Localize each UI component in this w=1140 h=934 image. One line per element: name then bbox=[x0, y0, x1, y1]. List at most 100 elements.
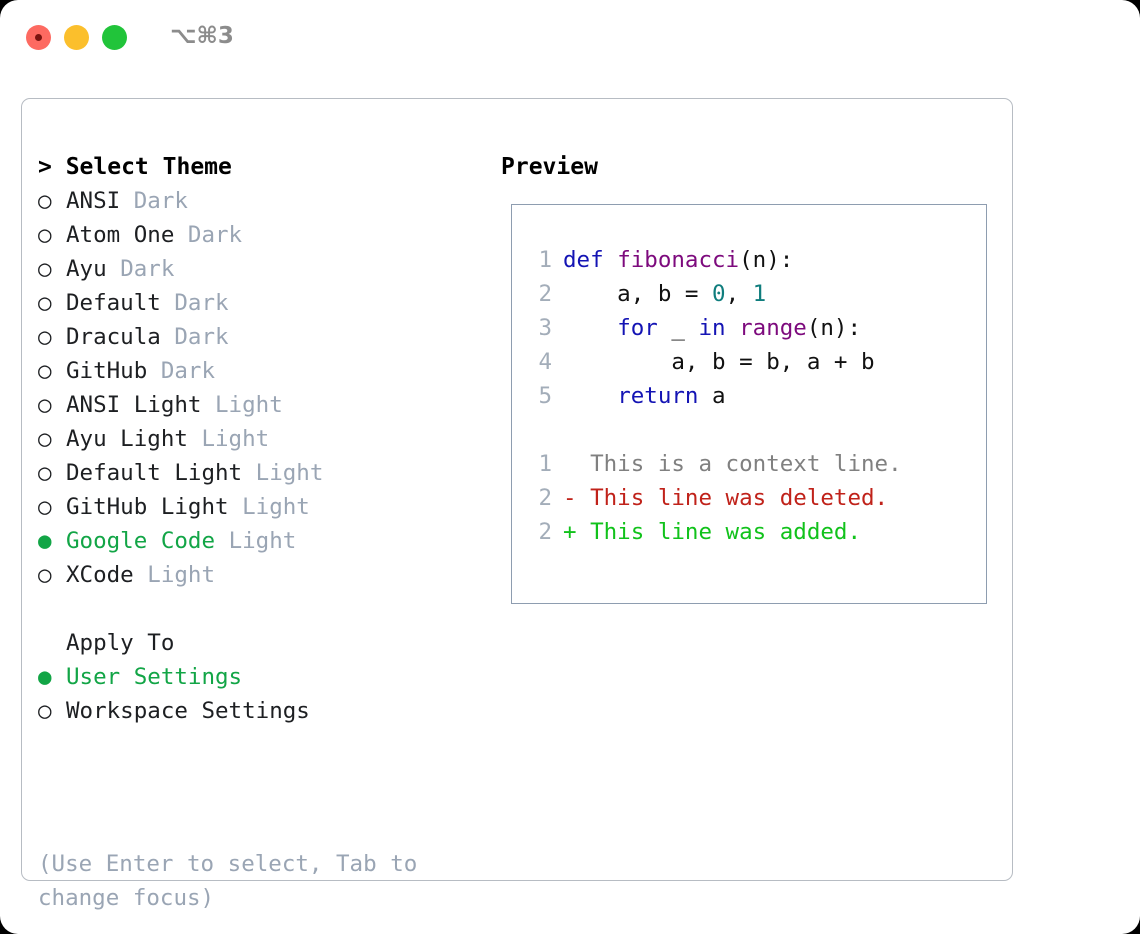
keyboard-hint: (Use Enter to select, Tab to change focu… bbox=[38, 851, 431, 911]
radio-unselected-icon[interactable]: ○ bbox=[38, 698, 52, 724]
preview-title: Preview bbox=[501, 154, 598, 180]
apply-to-item-label: User Settings bbox=[66, 664, 243, 690]
theme-item-google-code[interactable]: ●Google Code Light bbox=[38, 524, 478, 558]
code-token: for bbox=[617, 315, 658, 341]
radio-unselected-icon[interactable]: ○ bbox=[38, 188, 52, 214]
apply-to-item-label: Workspace Settings bbox=[66, 698, 310, 724]
theme-item-label: Default bbox=[66, 290, 175, 316]
apply-to-item-user-settings[interactable]: ● User Settings bbox=[38, 660, 478, 694]
theme-item-github[interactable]: ○GitHub Dark bbox=[38, 354, 478, 388]
code-token: range bbox=[739, 315, 807, 341]
main-panel: > Select Theme ○ANSI Dark○Atom One Dark○… bbox=[21, 98, 1013, 911]
apply-to-header: Apply To bbox=[38, 626, 478, 660]
theme-item-label: ANSI Light bbox=[66, 392, 216, 418]
maximize-button[interactable] bbox=[102, 25, 127, 50]
radio-unselected-icon[interactable]: ○ bbox=[38, 426, 52, 452]
theme-item-default-light[interactable]: ○Default Light Light bbox=[38, 456, 478, 490]
apply-to-header-label: Apply To bbox=[66, 630, 175, 656]
line-number: 2 bbox=[538, 519, 552, 545]
code-token: (n): bbox=[806, 315, 862, 341]
line-number: 2 bbox=[538, 485, 552, 511]
code-token: a, b = b, a + b bbox=[563, 349, 875, 375]
code-line: 5 return a bbox=[522, 379, 980, 413]
code-token: return bbox=[617, 383, 699, 409]
theme-item-label: GitHub bbox=[66, 358, 161, 384]
theme-item-ansi-light[interactable]: ○ ANSI Light Light bbox=[38, 388, 478, 422]
line-number: 4 bbox=[538, 349, 552, 375]
theme-item-ansi[interactable]: ○ ANSI Dark bbox=[38, 184, 478, 218]
code-token bbox=[726, 315, 740, 341]
theme-selector-column: > Select Theme ○ANSI Dark○Atom One Dark○… bbox=[38, 150, 478, 728]
traffic-lights bbox=[26, 25, 127, 50]
theme-item-dracula[interactable]: ○Dracula Dark bbox=[38, 320, 478, 354]
apply-to-list: ● User Settings ○ Workspace Settings bbox=[38, 660, 478, 728]
radio-unselected-icon[interactable]: ○ bbox=[38, 460, 52, 486]
theme-item-label: XCode bbox=[66, 562, 148, 588]
radio-unselected-icon[interactable]: ○ bbox=[38, 290, 52, 316]
code-line: 3 for _ in range(n): bbox=[522, 311, 980, 345]
diff-sample: 1 This is a context line. 2 - This line wa… bbox=[522, 447, 980, 549]
theme-item-label: Dracula bbox=[66, 324, 175, 350]
radio-unselected-icon[interactable]: ○ bbox=[38, 222, 52, 248]
diff-line: 1 This is a context line. bbox=[522, 447, 980, 481]
code-token: a bbox=[698, 383, 726, 409]
theme-item-github-light[interactable]: ○ GitHub Light Light bbox=[38, 490, 478, 524]
code-token: a, b = bbox=[563, 281, 713, 307]
code-line: 4 a, b = b, a + b bbox=[522, 345, 980, 379]
radio-unselected-icon[interactable]: ○ bbox=[38, 494, 52, 520]
theme-item-ayu[interactable]: ○Ayu Dark bbox=[38, 252, 478, 286]
diff-line: 2 + This line was added. bbox=[522, 515, 980, 549]
theme-variant-tag: Light bbox=[242, 494, 310, 520]
code-token: 1 bbox=[752, 281, 767, 307]
code-token: in bbox=[698, 315, 726, 341]
diff-line-text: This is a context line. bbox=[563, 451, 902, 477]
theme-item-label: Atom One bbox=[66, 222, 188, 248]
code-token: _ bbox=[657, 315, 699, 341]
radio-unselected-icon[interactable]: ○ bbox=[38, 256, 52, 282]
theme-item-label: Google Code bbox=[66, 528, 229, 554]
line-number: 1 bbox=[538, 247, 552, 273]
diff-line-text: - This line was deleted. bbox=[563, 485, 889, 511]
code-token: , bbox=[725, 281, 753, 307]
theme-variant-tag: Dark bbox=[133, 188, 188, 214]
radio-unselected-icon[interactable]: ○ bbox=[38, 392, 52, 418]
minimize-button[interactable] bbox=[64, 25, 89, 50]
code-token: fibonacci bbox=[617, 247, 740, 273]
theme-item-default[interactable]: ○ Default Dark bbox=[38, 286, 478, 320]
theme-item-label: ANSI bbox=[66, 188, 134, 214]
theme-variant-tag: Dark bbox=[174, 290, 229, 316]
theme-variant-tag: Light bbox=[201, 426, 270, 452]
theme-item-label: Ayu Light bbox=[66, 426, 202, 452]
radio-unselected-icon[interactable]: ○ bbox=[38, 324, 52, 350]
radio-selected-icon[interactable]: ● bbox=[38, 664, 52, 690]
line-number: 2 bbox=[538, 281, 552, 307]
diff-line: 2 - This line was deleted. bbox=[522, 481, 980, 515]
theme-list: ○ANSI Dark○Atom One Dark○Ayu Dark○Defaul… bbox=[38, 184, 478, 592]
line-number: 5 bbox=[538, 383, 552, 409]
list-spacer bbox=[38, 592, 478, 626]
theme-variant-tag: Light bbox=[215, 392, 283, 418]
theme-item-ayu-light[interactable]: ○ Ayu Light Light bbox=[38, 422, 478, 456]
theme-item-label: GitHub Light bbox=[66, 494, 243, 520]
theme-item-xcode[interactable]: ○XCode Light bbox=[38, 558, 478, 592]
diff-line-text: + This line was added. bbox=[563, 519, 862, 545]
line-number: 3 bbox=[538, 315, 552, 341]
radio-unselected-icon[interactable]: ○ bbox=[38, 358, 52, 384]
radio-selected-icon[interactable]: ● bbox=[38, 528, 52, 554]
select-theme-header: > Select Theme bbox=[38, 154, 232, 180]
close-button[interactable] bbox=[26, 25, 51, 50]
theme-variant-tag: Dark bbox=[120, 256, 175, 282]
theme-variant-tag: Light bbox=[255, 460, 324, 486]
code-token bbox=[563, 315, 617, 341]
apply-to-item-workspace-settings[interactable]: ○ Workspace Settings bbox=[38, 694, 478, 728]
shortcut-label: ⌥⌘3 bbox=[170, 23, 234, 49]
code-token: (n): bbox=[739, 247, 794, 273]
code-token bbox=[563, 383, 617, 409]
radio-unselected-icon[interactable]: ○ bbox=[38, 562, 52, 588]
theme-item-atom-one[interactable]: ○Atom One Dark bbox=[38, 218, 478, 252]
code-token: 0 bbox=[712, 281, 726, 307]
